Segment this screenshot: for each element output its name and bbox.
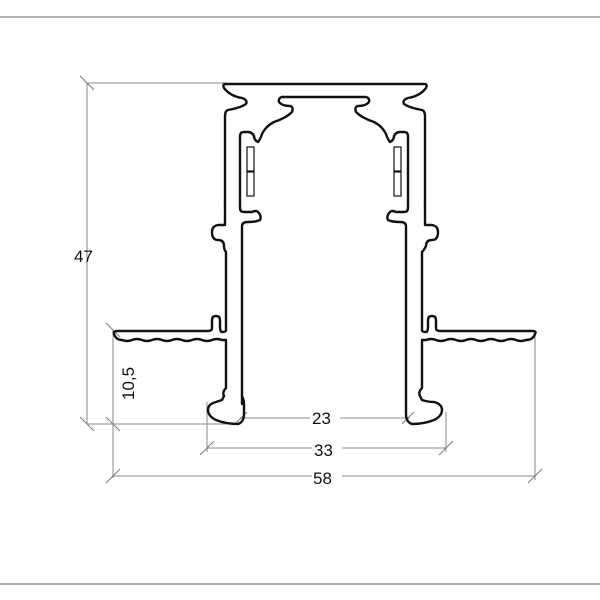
left-foot — [206, 394, 246, 426]
dimension-23-label: 23 — [312, 409, 331, 428]
left-contact-lower — [246, 171, 255, 197]
profile-outline — [112, 82, 537, 426]
dimension-47-label: 47 — [74, 247, 93, 266]
dimension-10-5-label: 10,5 — [119, 367, 138, 400]
inner-bridge-right — [280, 95, 396, 144]
right-flange-top — [420, 314, 537, 342]
right-contact-lower — [393, 171, 402, 197]
top-frame-line — [0, 16, 600, 18]
left-contact-upper — [246, 146, 255, 172]
right-contact-upper — [393, 146, 402, 172]
dimension-58: 58 — [105, 334, 543, 488]
left-outer-wall — [210, 203, 228, 324]
top-cap-left — [222, 82, 248, 207]
right-outer-wall — [420, 203, 440, 324]
left-clip-inner — [238, 130, 262, 406]
inner-bridge-left — [252, 95, 294, 144]
dimension-10-5: 10,5 — [87, 322, 240, 478]
right-clip-inner — [386, 130, 410, 406]
top-cap-right — [224, 82, 428, 207]
dimension-23: 23 — [234, 406, 415, 428]
dimension-58-label: 58 — [313, 469, 332, 488]
left-flange-serrations — [120, 337, 228, 398]
right-foot — [404, 394, 444, 426]
dimension-47: 47 — [74, 75, 226, 432]
dimension-33-label: 33 — [314, 441, 333, 460]
dimension-33: 33 — [199, 402, 454, 460]
right-flange-serrations — [418, 337, 528, 398]
bottom-frame-line — [0, 583, 600, 585]
left-flange-top — [112, 314, 228, 342]
